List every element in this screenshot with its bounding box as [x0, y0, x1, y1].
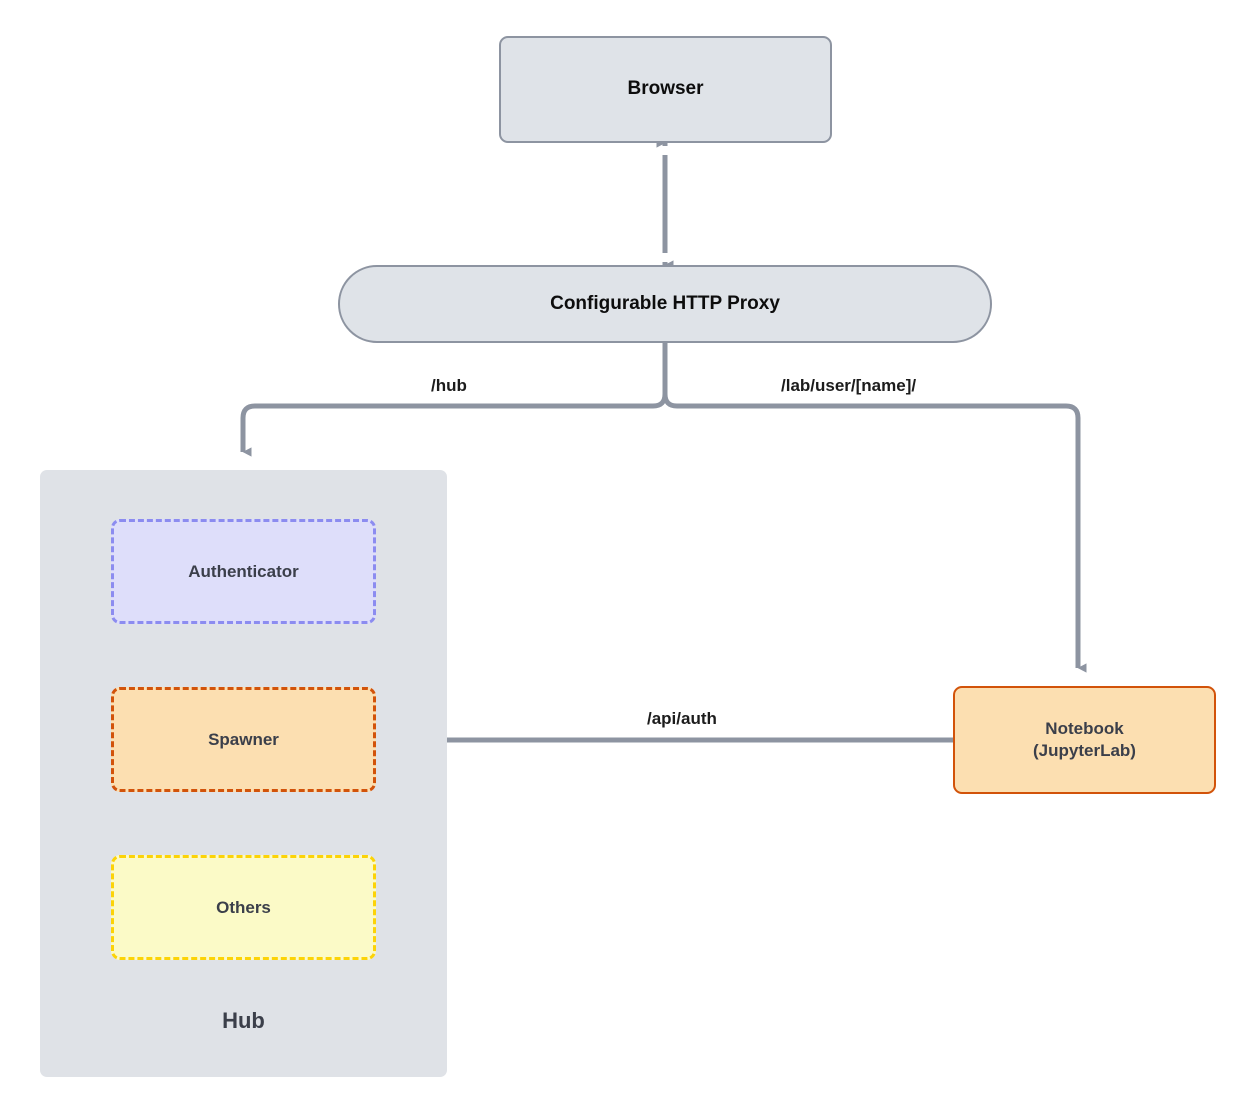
node-notebook-label-line1: Notebook [1045, 719, 1124, 739]
node-others-label: Others [216, 897, 271, 917]
node-authenticator-label: Authenticator [188, 561, 299, 581]
node-authenticator[interactable]: Authenticator [111, 519, 376, 624]
edge-label-lab-user: /lab/user/[name]/ [777, 376, 921, 396]
hub-group-label: Hub [222, 1007, 265, 1033]
node-spawner[interactable]: Spawner [111, 687, 376, 792]
edge-label-hub: /hub [427, 376, 471, 396]
node-configurable-http-proxy[interactable]: Configurable HTTP Proxy [338, 265, 992, 343]
node-notebook[interactable]: Notebook (JupyterLab) [953, 686, 1216, 794]
node-browser[interactable]: Browser [499, 36, 832, 143]
edge-label-api-auth: /api/auth [643, 709, 721, 729]
node-spawner-label: Spawner [208, 729, 279, 749]
node-browser-label: Browser [627, 78, 704, 100]
edge-proxy-hub [240, 343, 668, 457]
node-notebook-label-line2: (JupyterLab) [1033, 741, 1136, 760]
node-others[interactable]: Others [111, 855, 376, 960]
node-proxy-label: Configurable HTTP Proxy [550, 292, 780, 314]
